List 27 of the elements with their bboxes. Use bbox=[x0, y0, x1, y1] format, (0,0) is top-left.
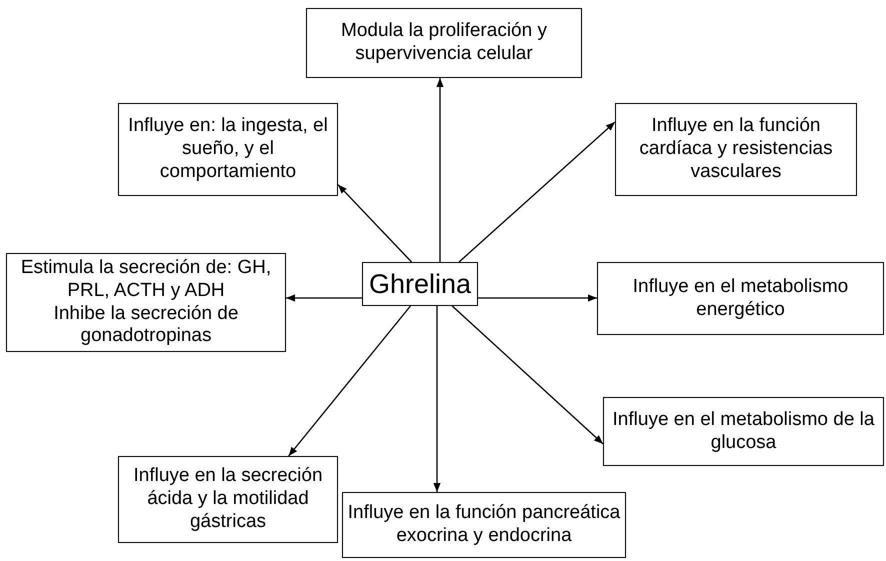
arrow bbox=[436, 78, 444, 262]
effect-box bbox=[597, 262, 884, 335]
effect-box bbox=[615, 103, 857, 196]
effect-box bbox=[306, 8, 582, 78]
effect-text: Estimula la secreción de: GH, PRL, ACTH y ADH bbox=[20, 256, 272, 302]
effect-box bbox=[118, 456, 338, 543]
arrow bbox=[288, 306, 411, 456]
effect-box bbox=[342, 492, 626, 558]
effect-text: Influye en la función cardíaca y resistencias vasculares bbox=[638, 115, 834, 184]
effect-text: Influye en la función pancreática exocrina y endocrina bbox=[347, 502, 621, 548]
arrow bbox=[458, 122, 616, 262]
effect-text: Modula la proliferación y supervivencia celular bbox=[340, 20, 548, 66]
central-box bbox=[362, 262, 478, 306]
arrow bbox=[286, 294, 362, 302]
arrow bbox=[338, 184, 412, 262]
arrow bbox=[433, 306, 441, 492]
effect-text: Influye en el metabolismo de la glucosa bbox=[612, 408, 876, 454]
effect-text: Inhibe la secreción de gonadotropinas bbox=[52, 302, 240, 348]
effect-text: Influye en: la ingesta, el sueño, y el comportamiento bbox=[127, 115, 329, 184]
effect-text: Influye en la secreción ácida y la motilidad gástricas bbox=[132, 465, 324, 534]
central-label: Ghrelina bbox=[368, 268, 472, 300]
effect-box bbox=[118, 103, 338, 196]
effect-box bbox=[6, 253, 286, 352]
effect-text: Influye en el metabolismo energético bbox=[632, 276, 850, 322]
arrow bbox=[478, 294, 597, 302]
effect-box bbox=[603, 397, 884, 466]
arrow bbox=[452, 306, 604, 444]
